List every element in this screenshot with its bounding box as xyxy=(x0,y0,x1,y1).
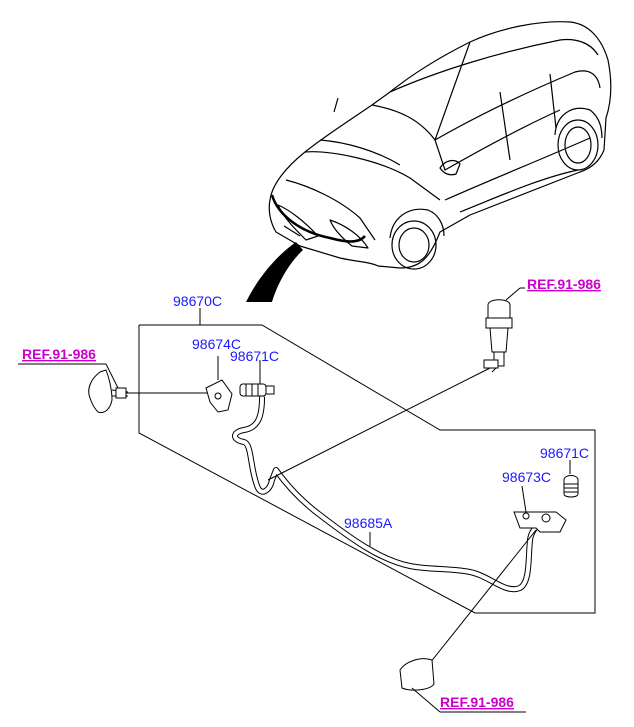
bracket-98673c xyxy=(417,485,567,679)
pointer-arrow xyxy=(246,242,303,302)
assembly-boundary xyxy=(138,324,596,614)
bracket-98674c xyxy=(205,356,233,413)
label-98685a: 98685A xyxy=(344,515,393,531)
label-98673c: 98673C xyxy=(502,469,551,485)
label-98671c-right: 98671C xyxy=(540,445,589,461)
label-98670c: 98670C xyxy=(173,293,222,309)
leader-ref-left-2 xyxy=(105,363,119,389)
ref-bottom-part xyxy=(399,658,526,713)
washer-pump xyxy=(483,287,525,373)
washer-hose xyxy=(232,367,543,593)
ref-label-left[interactable]: REF.91-986 xyxy=(22,346,96,362)
ref-left-part xyxy=(88,369,210,413)
ref-label-bottom[interactable]: REF.91-986 xyxy=(440,694,514,710)
ref-label-top-right[interactable]: REF.91-986 xyxy=(527,276,601,292)
label-98671c-left: 98671C xyxy=(230,348,279,364)
label-98674c: 98674C xyxy=(192,336,241,352)
nozzle-98671c-left xyxy=(239,360,275,397)
car-illustration xyxy=(268,21,612,270)
nozzle-98671c-right xyxy=(563,460,579,498)
